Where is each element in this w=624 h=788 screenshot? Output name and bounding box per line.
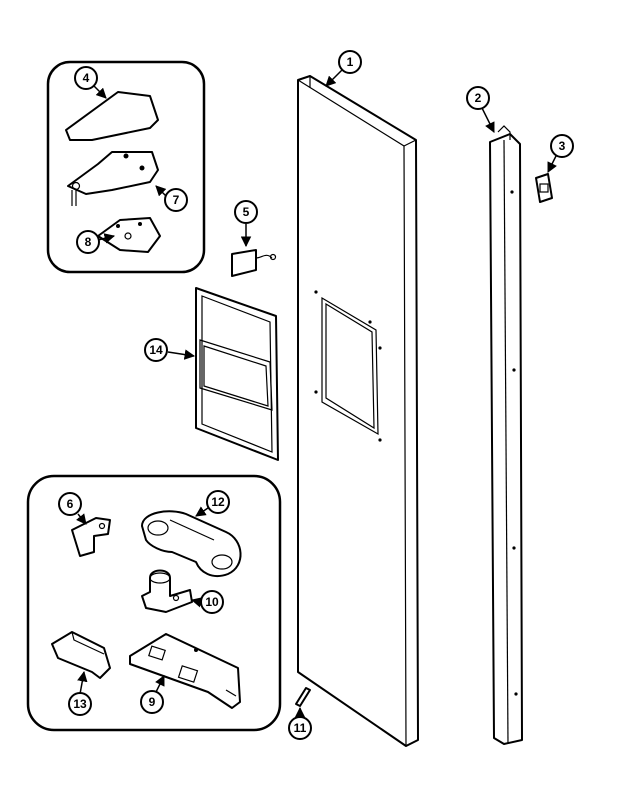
- svg-text:13: 13: [73, 697, 87, 711]
- hinge-inset-top: 4 7 8: [46, 60, 206, 274]
- callout-4: 4: [74, 66, 107, 99]
- callout-9: 9: [140, 675, 165, 714]
- svg-text:5: 5: [243, 205, 250, 219]
- callout-6: 6: [58, 492, 87, 525]
- part-12-hinge-block: 12: [141, 490, 242, 578]
- part-8-hinge-plate: [97, 217, 161, 253]
- part-2-handle: 2: [466, 86, 523, 745]
- part-11-wire: 11: [288, 687, 312, 740]
- svg-text:6: 6: [67, 497, 74, 511]
- callout-1: 1: [325, 50, 362, 87]
- callout-10: 10: [190, 590, 224, 614]
- svg-text:11: 11: [294, 721, 307, 735]
- svg-text:1: 1: [347, 55, 354, 69]
- callout-7: 7: [155, 185, 188, 212]
- part-4-hinge-cover: [65, 91, 159, 141]
- svg-text:4: 4: [83, 71, 90, 85]
- part-6-bracket: [71, 517, 111, 557]
- svg-text:7: 7: [173, 193, 180, 207]
- svg-text:14: 14: [149, 343, 163, 357]
- part-3-end-cap: 3: [535, 134, 574, 203]
- part-7-top-hinge: [67, 151, 159, 206]
- callout-12: 12: [195, 490, 230, 517]
- callout-5: 5: [234, 200, 258, 248]
- callout-3: 3: [547, 134, 574, 173]
- svg-text:10: 10: [205, 595, 219, 609]
- svg-text:8: 8: [85, 235, 92, 249]
- svg-text:2: 2: [475, 91, 482, 105]
- part-1-door-panel: 1: [297, 50, 419, 747]
- callout-2: 2: [466, 86, 495, 133]
- part-9-bottom-hinge-plate: 9: [129, 633, 241, 714]
- callout-13: 13: [68, 670, 92, 716]
- part-14-dispenser-frame: 14: [144, 287, 279, 461]
- part-5-module: 5: [231, 200, 277, 277]
- callout-14: 14: [144, 338, 196, 362]
- part-10-hinge-pin: 10: [141, 569, 224, 614]
- part-13-cover: 13: [51, 631, 111, 716]
- svg-text:9: 9: [149, 695, 156, 709]
- callout-11: 11: [288, 706, 312, 740]
- svg-text:3: 3: [559, 139, 566, 153]
- callout-8: 8: [76, 230, 116, 254]
- svg-text:12: 12: [211, 495, 225, 509]
- hinge-inset-bottom: 12 10 13: [26, 474, 282, 732]
